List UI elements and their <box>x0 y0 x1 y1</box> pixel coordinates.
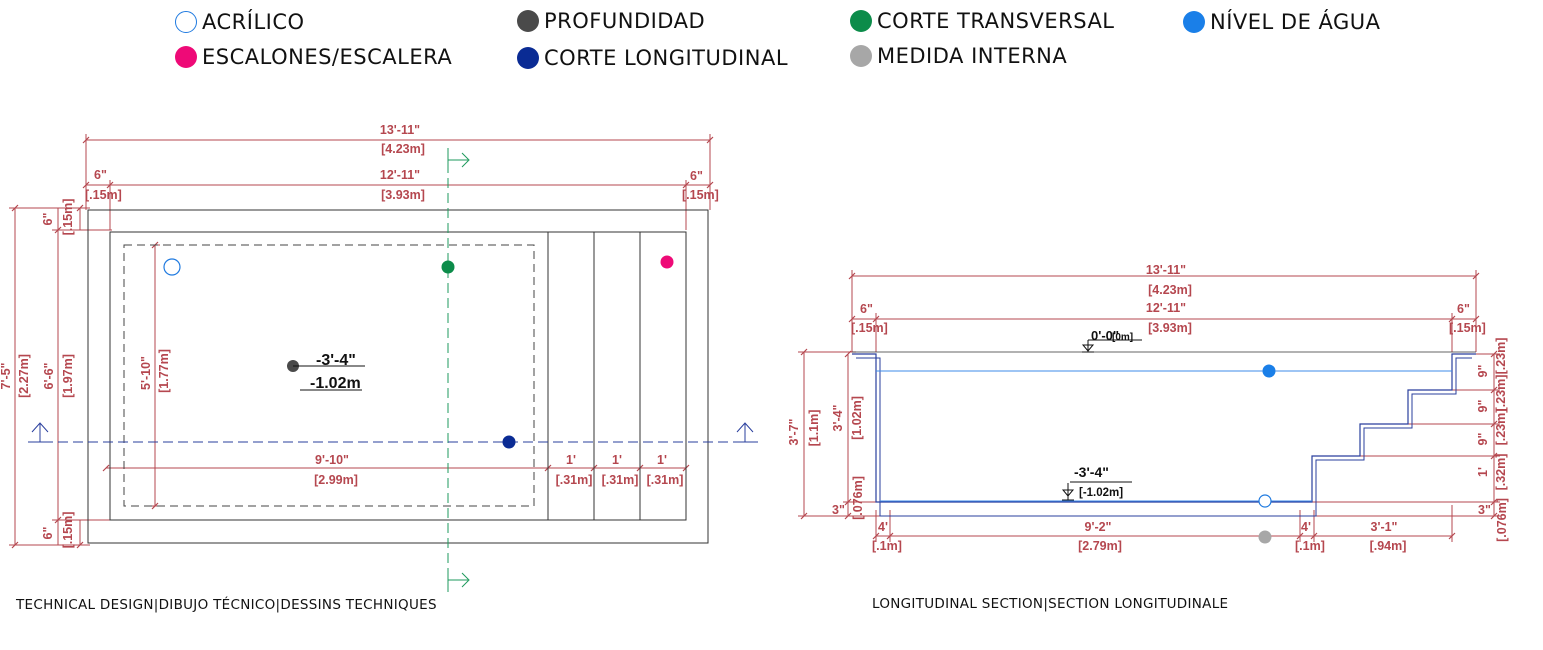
plan-side-right-ft: 6" <box>690 169 703 183</box>
longitudinal-marker <box>502 435 516 449</box>
section-riser2-ft: 9" <box>1476 399 1490 412</box>
plan-step3-ft: 1' <box>657 453 667 467</box>
plan-step1-ft: 1' <box>566 453 576 467</box>
plan-floor-length-ft: 9'-10" <box>315 453 349 467</box>
section-foot-right-m: [.1m] <box>1295 539 1325 553</box>
section-riser3-m: [.23m] <box>1494 409 1508 446</box>
plan-bottom-edge-m: [.15m] <box>61 512 75 549</box>
plan-height-inner-m: [1.97m] <box>61 354 75 398</box>
legend-item-transversal: CORTE TRANSVERSAL <box>850 9 1115 33</box>
section-floor-m: [2.79m] <box>1078 539 1122 553</box>
section-base-m: [.076m] <box>1495 498 1509 542</box>
escalones-marker <box>660 255 674 269</box>
plan-depth-ft: -3'-4" <box>316 352 356 369</box>
light-gray-dot-icon <box>850 45 872 67</box>
legend-label: ACRÍLICO <box>202 10 305 34</box>
section-side-right-m: [.15m] <box>1449 321 1486 335</box>
plan-side-right-m: [.15m] <box>682 188 719 202</box>
section-side-left-m: [.15m] <box>851 321 888 335</box>
acrilico-section-marker <box>1258 494 1272 508</box>
plan-bottom-edge-ft: 6" <box>41 526 55 539</box>
section-top-level-m: [0m] <box>1112 332 1133 343</box>
plan-step2-ft: 1' <box>612 453 622 467</box>
section-inner-m: [3.93m] <box>1148 321 1192 335</box>
plan-step3-m: [.31m] <box>647 473 684 487</box>
plan-side-left-ft: 6" <box>94 168 107 182</box>
legend-item-acrilico: ACRÍLICO <box>175 10 305 34</box>
legend-label: MEDIDA INTERNA <box>877 44 1068 68</box>
section-riser4-ft: 1' <box>1476 467 1490 477</box>
section-overall-ft: 13'-11" <box>1146 263 1186 277</box>
section-caption: LONGITUDINAL SECTION|SECTION LONGITUDINA… <box>872 596 1229 612</box>
legend-item-longitudinal: CORTE LONGITUDINAL <box>517 46 788 70</box>
plan-floor-width-m: [1.77m] <box>157 349 171 393</box>
section-overall-m: [4.23m] <box>1148 283 1192 297</box>
section-stairs-ft: 3'-1" <box>1371 520 1398 534</box>
section-view: 13'-11" [4.23m] 12'-11" [3.93m] 6" [.15m… <box>787 263 1509 553</box>
plan-caption: TECHNICAL DESIGN|DIBUJO TÉCNICO|DESSINS … <box>16 597 437 613</box>
plan-depth-m: -1.02m <box>310 375 361 392</box>
legend-label: NÍVEL DE ÁGUA <box>1210 10 1381 34</box>
section-riser3-ft: 9" <box>1476 432 1490 445</box>
water-level-marker <box>1262 364 1276 378</box>
plan-inner-m: [3.93m] <box>381 188 425 202</box>
plan-height-inner-ft: 6'-6" <box>42 362 56 389</box>
hollow-circle-icon <box>175 11 197 33</box>
navy-dot-icon <box>517 47 539 69</box>
plan-height-total-m: [2.27m] <box>17 354 31 398</box>
plan-step2-m: [.31m] <box>602 473 639 487</box>
legend-label: CORTE TRANSVERSAL <box>877 9 1115 33</box>
section-outer-height-m: [1.1m] <box>807 410 821 447</box>
gray-dot-icon <box>517 10 539 32</box>
plan-overall-ft: 13'-11" <box>380 123 420 137</box>
transversal-marker <box>441 260 455 274</box>
plan-top-edge-m: [.15m] <box>61 199 75 236</box>
section-inner-height-m: [1.02m] <box>850 396 864 440</box>
section-riser1-m: [.23m] <box>1494 338 1508 375</box>
section-riser2-m: [.23m] <box>1494 375 1508 412</box>
section-inner-height-ft: 3'-4" <box>831 404 845 431</box>
plan-height-total-ft: 7'-5" <box>0 362 13 389</box>
section-outer-height-ft: 3'-7" <box>787 418 801 445</box>
section-riser1-ft: 9" <box>1476 364 1490 377</box>
legend-item-escalones: ESCALONES/ESCALERA <box>175 45 452 69</box>
section-foot-left-m: [.1m] <box>872 539 902 553</box>
plan-view: 13'-11" [4.23m] 12'-11" [3.93m] 6" [.15m… <box>0 123 760 592</box>
section-top-level: 0'-0" <box>1091 328 1119 343</box>
section-inner-ft: 12'-11" <box>1146 301 1186 315</box>
section-depth-ft: -3'-4" <box>1074 464 1109 480</box>
section-foot-right-ft: 4' <box>1301 520 1311 534</box>
plan-overall-m: [4.23m] <box>381 142 425 156</box>
section-floor-thick-m: [.076m] <box>851 476 865 520</box>
legend-label: ESCALONES/ESCALERA <box>202 45 453 69</box>
section-riser4-m: [.32m] <box>1494 454 1508 491</box>
plan-side-left-m: [.15m] <box>85 188 122 202</box>
section-depth-m: [-1.02m] <box>1079 487 1123 499</box>
legend-item-profundidad: PROFUNDIDAD <box>517 9 705 33</box>
section-side-right-ft: 6" <box>1457 302 1470 316</box>
section-base-ft: 3" <box>1478 503 1491 517</box>
section-foot-left-ft: 4' <box>878 520 888 534</box>
plan-inner-ft: 12'-11" <box>380 168 420 182</box>
section-side-left-ft: 6" <box>860 302 873 316</box>
plan-floor-length-m: [2.99m] <box>314 473 358 487</box>
legend-label: PROFUNDIDAD <box>544 9 706 33</box>
plan-top-edge-ft: 6" <box>41 212 55 225</box>
medida-marker <box>1258 530 1272 544</box>
green-dot-icon <box>850 10 872 32</box>
legend-label: CORTE LONGITUDINAL <box>544 46 789 70</box>
plan-floor-width-ft: 5'-10" <box>139 356 153 390</box>
blue-dot-icon <box>1183 11 1205 33</box>
acrilico-marker <box>163 258 181 276</box>
legend-item-medida: MEDIDA INTERNA <box>850 44 1067 68</box>
section-floor-thick-ft: 3" <box>832 503 845 517</box>
magenta-dot-icon <box>175 46 197 68</box>
plan-step1-m: [.31m] <box>556 473 593 487</box>
legend-item-nivel: NÍVEL DE ÁGUA <box>1183 10 1381 34</box>
section-floor-ft: 9'-2" <box>1085 520 1112 534</box>
section-stairs-m: [.94m] <box>1370 539 1407 553</box>
